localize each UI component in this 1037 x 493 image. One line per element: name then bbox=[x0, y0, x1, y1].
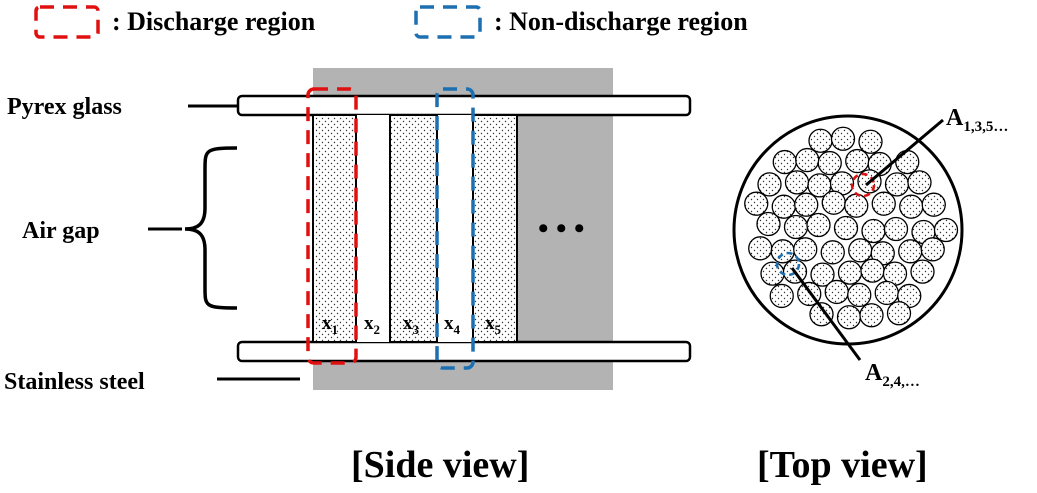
top-view-pillar-circle bbox=[808, 128, 833, 153]
pyrex-glass-plate bbox=[236, 94, 692, 117]
top-view-pillar-circle bbox=[793, 237, 818, 262]
legend-non-discharge-label: : Non-discharge region bbox=[494, 7, 748, 36]
top-view-pillar-circle bbox=[883, 216, 909, 242]
top-view-pillar-circle bbox=[871, 191, 896, 216]
top-view-pillar-circle bbox=[848, 238, 873, 263]
top-view-pillar-circle bbox=[795, 147, 820, 173]
pillar-3 bbox=[472, 114, 518, 343]
top-view-pillar-circle bbox=[772, 149, 797, 175]
top-view-pillar-circle bbox=[821, 190, 846, 215]
gap-label-x1: x1 bbox=[322, 313, 338, 337]
legend-discharge-swatch bbox=[34, 5, 100, 39]
top-view-pillar-circle bbox=[833, 215, 859, 241]
legend: : Discharge region : Non-discharge regio… bbox=[34, 5, 748, 39]
pillar-1 bbox=[312, 114, 357, 343]
a-odd-leader-line bbox=[865, 118, 944, 187]
air-gap-brace bbox=[184, 146, 238, 310]
top-view: A1,3,5… A2,4,… [Top view] bbox=[732, 105, 1008, 486]
top-view-pillar-circle bbox=[844, 193, 869, 218]
a-even-leader-line bbox=[790, 267, 862, 361]
top-view-pillar-circle bbox=[874, 280, 899, 306]
stainless-steel-label: Stainless steel bbox=[4, 369, 145, 395]
side-view-caption: [Side view] bbox=[351, 444, 529, 486]
top-view-pillar-circle bbox=[861, 218, 886, 244]
top-view-pillar-circle bbox=[845, 148, 870, 174]
top-view-pillar-circle bbox=[824, 279, 849, 305]
ellipsis: • • • bbox=[538, 212, 585, 245]
top-view-pillar-circle bbox=[748, 236, 773, 261]
legend-non-discharge-swatch bbox=[414, 5, 482, 39]
top-view-pillar-circle bbox=[837, 260, 863, 285]
top-view-pillar-circle bbox=[783, 214, 809, 240]
top-view-pillar-circle bbox=[886, 301, 912, 326]
top-view-pillar-circle bbox=[860, 258, 885, 283]
pyrex-glass-label: Pyrex glass bbox=[7, 94, 122, 120]
gap-label-x4: x4 bbox=[444, 313, 461, 337]
top-view-pillar-circle bbox=[921, 192, 946, 217]
top-view-pillar-circle bbox=[920, 237, 945, 262]
top-view-pillar-circle bbox=[757, 172, 782, 197]
top-view-pillar-circle bbox=[933, 217, 959, 243]
top-view-pillar-circle bbox=[836, 305, 862, 330]
top-view-pillar-circle bbox=[859, 303, 884, 328]
top-view-pillar-circle bbox=[817, 150, 842, 176]
top-view-pillar-circle bbox=[784, 170, 810, 195]
top-view-pillar-circle bbox=[810, 262, 835, 287]
air-gap-label: Air gap bbox=[22, 218, 100, 244]
a-odd-label: A1,3,5… bbox=[946, 105, 1008, 135]
top-view-pillar-circle bbox=[895, 149, 920, 175]
gap-region-x4 bbox=[437, 115, 473, 342]
top-view-pillar-circle bbox=[809, 302, 834, 327]
top-view-pillar-circle bbox=[794, 192, 819, 217]
top-view-pillar-circles bbox=[744, 126, 959, 330]
top-view-caption: [Top view] bbox=[757, 444, 928, 486]
a-even-label: A2,4,… bbox=[865, 360, 920, 390]
side-view: x1 x2 x3 x4 x5 • • • Pyrex glass Air gap… bbox=[4, 68, 692, 486]
top-view-pillar-circle bbox=[806, 212, 831, 238]
pillar-2 bbox=[389, 114, 438, 343]
top-view-pillar-circle bbox=[744, 191, 769, 216]
top-view-pillar-circle bbox=[847, 282, 872, 308]
top-view-pillar-circle bbox=[858, 129, 883, 154]
top-view-pillar-circle bbox=[756, 211, 781, 237]
gap-label-x2: x2 bbox=[364, 313, 380, 337]
gap-label-x5: x5 bbox=[485, 313, 502, 337]
top-view-pillar-circle bbox=[830, 126, 856, 151]
top-view-pillar-circle bbox=[820, 240, 845, 265]
top-view-pillar-circle bbox=[884, 172, 910, 197]
stainless-steel-plate bbox=[236, 340, 692, 363]
non-discharge-region-outline bbox=[435, 87, 475, 370]
top-view-pillar-circle bbox=[769, 283, 794, 309]
top-view-pillar-circle bbox=[899, 194, 924, 219]
top-view-pillar-circle bbox=[770, 239, 795, 264]
top-view-pillar-circle bbox=[910, 259, 935, 284]
top-view-pillar-circle bbox=[907, 170, 932, 195]
top-view-non-discharge-marker bbox=[775, 251, 801, 277]
gap-region-x2 bbox=[356, 115, 390, 342]
legend-discharge-label: : Discharge region bbox=[112, 7, 316, 36]
gap-label-x3: x3 bbox=[403, 313, 420, 337]
top-view-pillar-circle bbox=[898, 239, 923, 264]
top-view-discharge-marker bbox=[850, 172, 876, 198]
discharge-region-outline bbox=[306, 87, 358, 365]
